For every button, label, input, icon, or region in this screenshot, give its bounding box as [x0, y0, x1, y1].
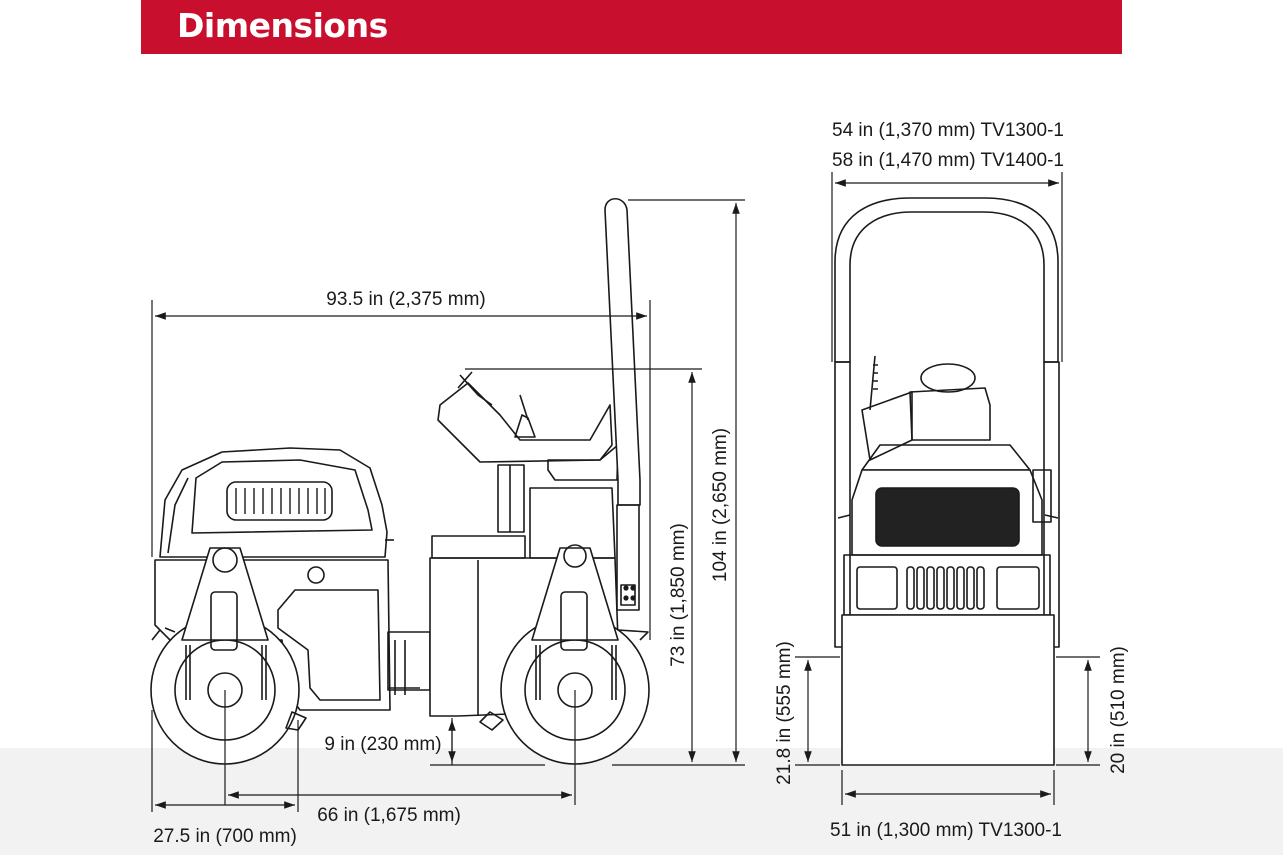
right-height-label: 20 in (510 mm): [1108, 646, 1129, 774]
front-view-machine: [834, 197, 1060, 766]
front-width-tv1300-label: 54 in (1,370 mm) TV1300-1: [832, 120, 1064, 141]
overall-length-label: 93.5 in (2,375 mm): [326, 289, 485, 310]
wheelbase-label: 66 in (1,675 mm): [317, 805, 461, 826]
overall-height-label: 104 in (2,650 mm): [710, 428, 731, 582]
drum-width-tv1300-label: 51 in (1,300 mm) TV1300-1: [830, 820, 1062, 841]
ground-clearance-label: 9 in (230 mm): [324, 734, 441, 755]
title-bar: Dimensions: [141, 0, 1122, 54]
front-view-dimension-lines: [795, 172, 1100, 805]
page-title: Dimensions: [177, 6, 388, 45]
side-view-machine: [150, 197, 650, 765]
drum-overhang-label: 27.5 in (700 mm): [153, 826, 297, 847]
left-height-label: 21.8 in (555 mm): [774, 641, 795, 785]
front-width-tv1400-label: 58 in (1,470 mm) TV1400-1: [832, 150, 1064, 171]
side-view-dimension-lines: [151, 199, 745, 812]
seat-height-label: 73 in (1,850 mm): [668, 523, 689, 667]
